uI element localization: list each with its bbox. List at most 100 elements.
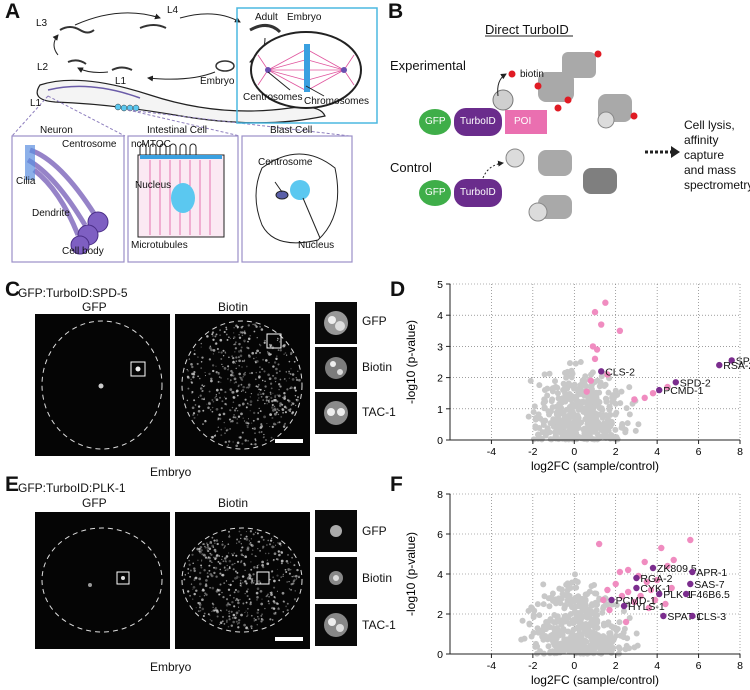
speckle (199, 546, 203, 549)
speckle (228, 535, 231, 538)
speckle (279, 370, 281, 372)
point-label: APR-1 (696, 567, 727, 579)
speckle (298, 575, 300, 578)
background-point (591, 590, 598, 597)
speckle (291, 575, 293, 578)
speckle (236, 441, 240, 445)
speckle (211, 333, 214, 336)
speckle (267, 593, 269, 596)
speckle (293, 575, 295, 578)
speckle (274, 412, 277, 416)
speckle (214, 342, 218, 346)
speckle (270, 593, 273, 596)
speckle (256, 596, 259, 599)
speckle (211, 364, 215, 367)
speckle (265, 340, 266, 342)
enriched-point (664, 562, 671, 570)
background-point (588, 371, 595, 378)
speckle (232, 391, 235, 394)
speckle (203, 612, 206, 615)
speckle (225, 397, 227, 400)
speckle (226, 338, 229, 341)
speckle (238, 576, 240, 578)
background-point (615, 644, 622, 651)
point-label: PCMD-1 (663, 385, 703, 397)
highlighted-point (649, 564, 657, 572)
scale-bar-e (275, 637, 303, 641)
speckle (283, 397, 286, 400)
speckle (235, 620, 238, 623)
background-point (620, 608, 627, 615)
speckle (257, 548, 259, 550)
speckle (294, 574, 298, 578)
speckle (195, 607, 197, 609)
background-point (588, 424, 595, 431)
speckle (253, 620, 255, 622)
speckle (276, 602, 279, 605)
speckle (217, 561, 220, 563)
speckle (201, 356, 204, 359)
speckle (231, 406, 234, 409)
speckle (260, 602, 264, 606)
speckle (216, 588, 219, 591)
speckle (269, 578, 271, 581)
background-point (576, 385, 583, 392)
speckle (209, 559, 212, 563)
panel-letter-e: E (5, 473, 20, 496)
speckle (209, 541, 213, 544)
speckle (271, 606, 273, 608)
speckle (278, 383, 281, 386)
speckle (247, 612, 249, 614)
speckle (244, 391, 247, 393)
speckle (232, 580, 234, 583)
turboid-label-ctrl: TurboID (460, 187, 496, 198)
speckle (298, 576, 300, 579)
speckle (222, 596, 225, 599)
speckle (259, 366, 261, 368)
speckle (219, 329, 221, 332)
speckle (190, 362, 193, 366)
speckle (271, 619, 274, 621)
speckle (268, 361, 270, 364)
speckle (193, 577, 196, 579)
background-point (519, 617, 526, 624)
speckle (237, 626, 240, 629)
speckle (249, 530, 253, 533)
speckle (282, 610, 285, 613)
speckle (199, 377, 201, 380)
speckle (221, 400, 224, 403)
x-tick-label: -2 (528, 446, 537, 458)
background-point (554, 641, 561, 648)
speckle (227, 588, 231, 591)
speckle (292, 582, 295, 585)
speckle (279, 349, 282, 352)
speckle (221, 591, 223, 594)
speckle (220, 609, 222, 612)
speckle (256, 337, 258, 339)
speckle (255, 352, 258, 355)
speckle (224, 402, 227, 406)
speckle (241, 431, 244, 434)
panel-e-title: GFP:TurboID:PLK-1 (18, 481, 126, 495)
turboid-schematic (419, 35, 680, 222)
y-tick-label: 6 (437, 529, 443, 541)
speckle (268, 602, 271, 605)
speckle (212, 546, 215, 549)
background-point (605, 389, 612, 396)
background-point (563, 642, 570, 649)
speckle (204, 375, 207, 377)
speckle (240, 543, 242, 545)
enriched-point (606, 606, 613, 614)
speckle (227, 625, 230, 628)
speckle (225, 619, 228, 622)
highlighted-point (660, 612, 667, 620)
speckle (246, 546, 250, 550)
speckle (221, 541, 224, 543)
speckle (232, 356, 235, 360)
speckle (236, 571, 239, 574)
speckle (237, 621, 241, 624)
speckle (259, 589, 263, 593)
speckle (264, 607, 266, 610)
speckle (245, 365, 248, 368)
speckle (198, 550, 201, 553)
